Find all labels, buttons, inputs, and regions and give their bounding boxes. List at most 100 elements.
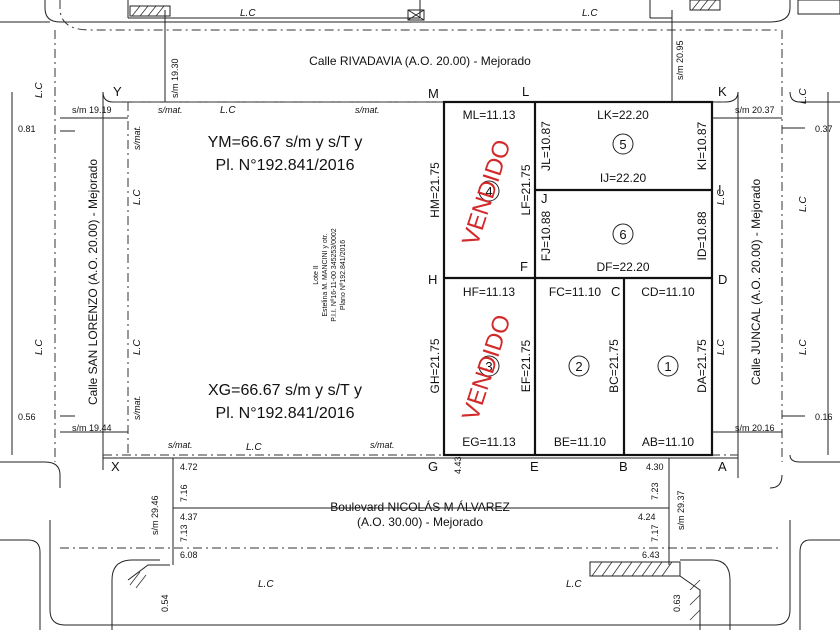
dim-056: 0.56 [18,412,36,422]
lc-right-inner-2: L.C [716,339,727,355]
lot2-bc: BC=21.75 [607,339,621,393]
smat-left-2: s/mat. [132,395,142,420]
street-top-label: Calle RIVADAVIA (A.O. 20.00) - Mejorado [309,54,531,68]
dim-063: 0.63 [672,594,682,612]
lot4-number: 4 [485,184,492,199]
lot3-hf: HF=11.13 [463,285,515,299]
lc-left-2: L.C [34,339,45,355]
lc-right-3: L.C [798,88,809,104]
corner-letters: Y M L K J I H F C D X G E B A [111,84,727,474]
corner-L: L [522,84,529,99]
lot1-cd: CD=11.10 [641,285,695,299]
lot3-number: 3 [485,359,492,374]
lc-top-2: L.C [582,8,598,19]
lot3-circle [478,355,500,377]
dim-643: 6.43 [642,550,660,560]
dim-717: 7.17 [650,524,660,542]
smat-top-2: s/mat. [355,105,380,115]
lot2-circle [568,355,590,377]
dim-sm-2946: s/m 29.46 [150,495,160,535]
lc-right-1: L.C [798,196,809,212]
dim-443: 4.43 [453,456,463,474]
lot5-ki: KI=10.87 [695,121,709,170]
lot2-number: 2 [575,359,582,374]
corner-H: H [428,272,437,287]
lot3-sold-stamp: VENDIDO [457,312,516,424]
lc-block-bottom: L.C [246,442,262,453]
lc-labels: L.C L.C L.C L.C L.C L.C L.C L.C L.C L.C … [34,8,809,590]
hatch-bottom-right [589,561,701,630]
big-lot-top-line2: Pl. N°192.841/2016 [216,157,355,174]
lot6-df: DF=22.20 [596,260,649,274]
dim-sm-1919: s/m 19.19 [72,105,112,115]
street-bottom-label-line2: (A.O. 30.00) - Mejorado [357,515,483,529]
smat-bottom-1: s/mat. [168,440,193,450]
lot4-circle [478,180,500,202]
owner-line-4: Plano Nº192.841/2016 [340,240,347,310]
dim-sm-1930: s/m 19.30 [170,58,180,98]
lot-6: FJ=10.88 ID=10.88 DF=22.20 6 [539,210,709,274]
smat-bottom-2: s/mat. [370,440,395,450]
lc-bottom-1: L.C [258,579,274,590]
lot2-fc: FC=11.10 [549,285,601,299]
lot6-id: ID=10.88 [695,211,709,260]
big-lot-top-line1: YM=66.67 s/m y s/T y [208,134,363,151]
lot4-sold-stamp: VENDIDO [457,137,516,249]
lc-left-inner-1: L.C [132,189,143,205]
hatch-bottom-left [127,564,170,589]
block-outline [102,91,739,478]
dim-716: 7.16 [179,484,189,502]
corner-B: B [619,459,628,474]
dimension-lines [60,10,805,565]
lot4-lf: LF=21.75 [519,164,533,215]
lc-right-inner-1: L.C [716,189,727,205]
dim-sm-1944: s/m 19.44 [72,423,112,433]
corner-F: F [520,259,528,274]
lot5-ij: IJ=22.20 [600,171,647,185]
corner-M: M [428,86,439,101]
lot1-number: 1 [664,359,671,374]
lot4-hm: HM=21.75 [428,162,442,218]
corner-J: J [541,191,548,206]
dim-424: 4.24 [638,512,656,522]
owner-block: Lote II Estelina M. MANCINI y otr. P.I.I… [313,228,347,321]
corner-K: K [718,84,727,99]
lot6-number: 6 [619,227,626,242]
lc-block-top: L.C [220,105,236,116]
street-right-label: Calle JUNCAL (A.O. 20.00) - Mejorado [749,179,763,386]
lot5-number: 5 [619,137,626,152]
dim-sm-2037: s/m 20.37 [735,105,775,115]
dim-608: 6.08 [180,550,198,560]
corner-A: A [718,459,727,474]
corner-G: G [428,459,438,474]
lc-right-2: L.C [798,339,809,355]
smat-top-1: s/mat. [158,105,183,115]
smat-labels: s/mat. s/mat. s/mat. s/mat. s/mat. s/mat… [132,105,395,450]
street-bottom-label-line1: Boulevard NICOLÁS M ÁLVAREZ [330,499,510,514]
big-lot-bottom-line1: XG=66.67 s/m y s/T y [208,382,362,399]
owner-line-1: Lote II [313,265,320,285]
dim-472: 4.72 [180,462,198,472]
dim-sm-2095: s/m 20.95 [675,40,685,80]
lot1-ab: AB=11.10 [642,435,694,449]
dim-016: 0.16 [815,412,833,422]
dim-sm-2016: s/m 20.16 [735,423,775,433]
lot6-circle [612,223,634,245]
lot-5: LK=22.20 JL=10.87 KI=10.87 IJ=22.20 5 [539,108,709,185]
lot4-ml: ML=11.13 [463,108,516,122]
lc-left-inner-2: L.C [132,339,143,355]
big-lot-bottom-line2: Pl. N°192.841/2016 [216,405,355,422]
corner-I: I [718,182,722,197]
lot1-circle [657,355,679,377]
lc-top-1: L.C [240,8,256,19]
dim-437: 4.37 [180,512,198,522]
lot3-eg: EG=11.13 [462,435,516,449]
lot2-be: BE=11.10 [554,435,606,449]
lot6-fj: FJ=10.88 [539,210,553,261]
hatch-top-right [689,0,721,11]
street-left-label: Calle SAN LORENZO (A.O. 20.00) - Mejorad… [86,159,100,405]
corner-E: E [530,459,539,474]
dimension-labels: s/m 19.30 s/m 20.95 s/m 19.19 s/m 20.37 … [18,40,833,612]
